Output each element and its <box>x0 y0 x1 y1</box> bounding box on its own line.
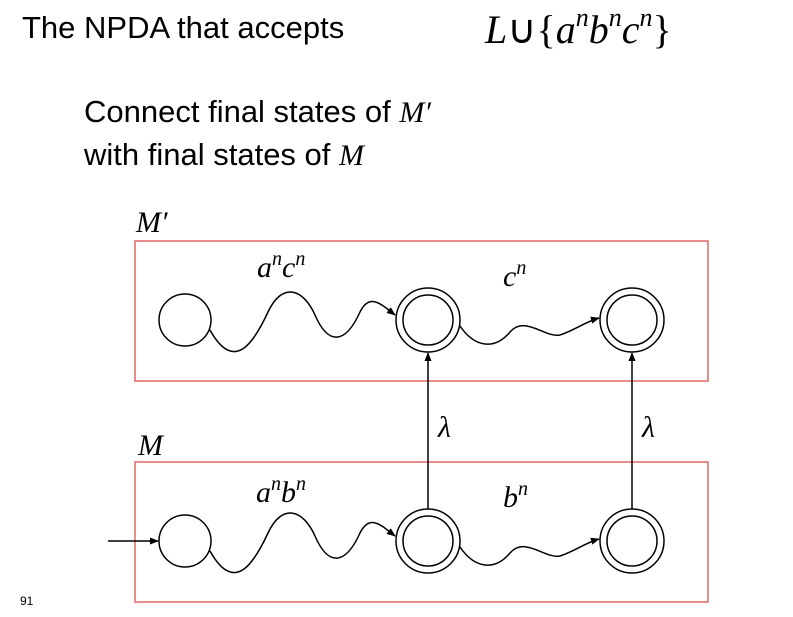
transition-m-initial-to-final <box>209 512 396 574</box>
edge-label-bottom-1: anbn <box>256 473 306 509</box>
subtitle-line-2: with final states of M <box>84 137 365 172</box>
edge-label-top-2: cn <box>503 257 526 293</box>
state-final-m-2 <box>599 508 665 574</box>
subtitle-line-1: Connect final states of M′ <box>84 94 431 129</box>
state-final-m-prime-2 <box>599 287 665 353</box>
transition-m-prime-final-to-final <box>459 316 600 345</box>
machine-label-m: M <box>137 429 165 462</box>
lambda-label-right: λ <box>641 411 655 444</box>
edge-label-top-1: ancn <box>257 248 305 284</box>
state-final-m-1 <box>395 508 461 574</box>
state-initial-m-prime <box>158 293 212 347</box>
transition-m-final-to-final <box>459 537 600 566</box>
slide-title: The NPDA that accepts <box>22 10 345 45</box>
slide-number: 91 <box>20 594 34 608</box>
edge-label-bottom-2: bn <box>503 478 528 514</box>
lambda-label-left: λ <box>437 411 451 444</box>
state-final-m-prime-1 <box>395 287 461 353</box>
machine-label-m-prime: M′ <box>135 206 168 239</box>
state-initial-m <box>158 514 212 568</box>
title-language-expression: L∪{anbncn} <box>485 3 672 53</box>
machine-box-m-prime <box>134 240 709 382</box>
transition-m-prime-initial-to-final <box>209 291 396 353</box>
machine-box-m <box>134 461 709 603</box>
